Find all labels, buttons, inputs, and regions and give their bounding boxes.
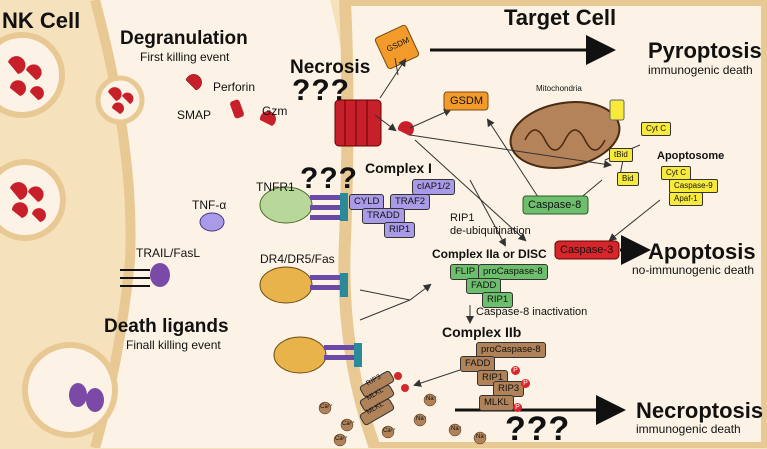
caspase-8-inactivation-label: Caspase-8 inactivation — [476, 306, 588, 318]
first-killing-label: First killing event — [140, 50, 230, 64]
lytic-granule — [0, 32, 65, 118]
lytic-granule — [95, 75, 145, 125]
cyt-c-box: Cyt C — [641, 122, 671, 136]
ion-label: Na⁺ — [476, 434, 487, 440]
tnfr1-unknown: ??? — [300, 162, 358, 195]
caspase-8-box — [522, 195, 589, 215]
perforin-pore — [334, 99, 382, 147]
apoptosome-cyt-c-box: Cyt C — [661, 166, 691, 180]
ion-label: Ca²⁺ — [342, 421, 355, 427]
necroptosis-subtitle: immunogenic death — [636, 422, 741, 436]
granzyme-icon — [259, 111, 276, 126]
rip1-iia-box: RIP1 — [482, 292, 514, 308]
pyroptosis-title: Pyroptosis — [648, 38, 762, 63]
mitochondria — [509, 101, 621, 169]
bid-box: Bid — [617, 172, 639, 186]
apoptosis-title: Apoptosis — [648, 239, 756, 264]
gsdm-label: GSDM — [450, 95, 483, 107]
dr-label: DR4/DR5/Fas — [260, 252, 335, 266]
smap-label: SMAP — [177, 108, 212, 122]
immune-synapse-gap — [95, 0, 380, 448]
apoptosome-title: Apoptosome — [657, 150, 725, 162]
mlkl-iib-box: MLKL — [479, 395, 514, 411]
procaspase-8-iib-box: proCaspase-8 — [476, 342, 546, 358]
phospho-badge: P — [513, 403, 522, 412]
trail-fasl-label: TRAIL/FasL — [136, 246, 201, 260]
ion-label: Ca²⁺ — [335, 436, 348, 442]
tradd-box: TRADD — [362, 208, 405, 224]
procaspase-8-box: proCaspase-8 — [478, 264, 548, 280]
pathway-arrows — [359, 57, 661, 387]
smap-icon — [230, 99, 244, 119]
granzyme-entering-icon — [397, 121, 414, 136]
death-receptor — [273, 336, 362, 374]
pyroptosis-subtitle: immunogenic death — [648, 63, 753, 77]
necroptosis-title: Necroptosis — [636, 398, 764, 423]
caspase-8-label: Caspase-8 — [528, 199, 582, 211]
tbid-box: tBid — [609, 148, 633, 162]
rip1-deubiquitination-label: RIP1 de-ubiquitination — [450, 212, 531, 237]
nk-cell-title: NK Cell — [2, 8, 81, 33]
traf2-box: TRAF2 — [390, 194, 431, 210]
target-cell-title: Target Cell — [504, 5, 617, 30]
complex-i-title: Complex I — [365, 160, 432, 176]
tnfr1-label: TNFR1 — [256, 180, 295, 194]
necroptosis-unknown: ??? — [505, 410, 571, 448]
ciap-box: cIAP1/2 — [412, 179, 456, 195]
complex-iia-title: Complex IIa or DISC — [432, 247, 547, 261]
tnf-alpha-ligand — [199, 212, 225, 232]
ion-label: Ca²⁺ — [320, 404, 333, 410]
bak-bax-pore — [609, 99, 625, 121]
caspase-9-box: Caspase-9 — [669, 179, 718, 193]
death-ligands-title: Death ligands — [104, 316, 229, 337]
ion-label: Na⁺ — [451, 426, 462, 432]
rip1-box: RIP1 — [384, 222, 416, 238]
apaf-1-box: Apaf-1 — [669, 192, 703, 206]
complex-iib-title: Complex IIb — [442, 324, 522, 340]
fadd-box: FADD — [466, 278, 502, 294]
apoptosis-subtitle: no-immunogenic death — [632, 263, 755, 277]
phospho-badge: P — [511, 366, 520, 375]
necrosis-title: Necrosis — [290, 57, 371, 78]
flip-box: FLIP — [450, 264, 481, 280]
lytic-granule — [0, 159, 66, 241]
gzm-label: Gzm — [262, 104, 288, 118]
trail-fasl-ligand — [120, 263, 170, 287]
caspase-3-box — [554, 240, 620, 260]
perforin-icon — [185, 74, 202, 91]
tnfr1-receptor — [259, 186, 348, 224]
ion-icons — [318, 393, 487, 447]
degranulation-title: Degranulation — [120, 28, 248, 49]
necrosis-unknown: ??? — [292, 74, 350, 107]
death-ligand-vesicle — [22, 342, 118, 438]
perforin-label: Perforin — [213, 80, 256, 94]
death-receptor — [259, 266, 348, 304]
gsdm-box — [443, 91, 489, 111]
final-killing-label: Finall killing event — [126, 338, 221, 352]
ion-label: Na⁺ — [416, 416, 427, 422]
mitochondria-label: Mitochondria — [536, 84, 582, 93]
tnf-alpha-label: TNF-α — [192, 198, 227, 212]
ion-label: Ca²⁺ — [383, 428, 396, 434]
fadd-iib-box: FADD — [460, 356, 496, 372]
necrosome-complex — [359, 370, 409, 426]
caspase-3-label: Caspase-3 — [560, 244, 614, 256]
phospho-badge: P — [521, 379, 530, 388]
ion-label: Na⁺ — [426, 396, 437, 402]
